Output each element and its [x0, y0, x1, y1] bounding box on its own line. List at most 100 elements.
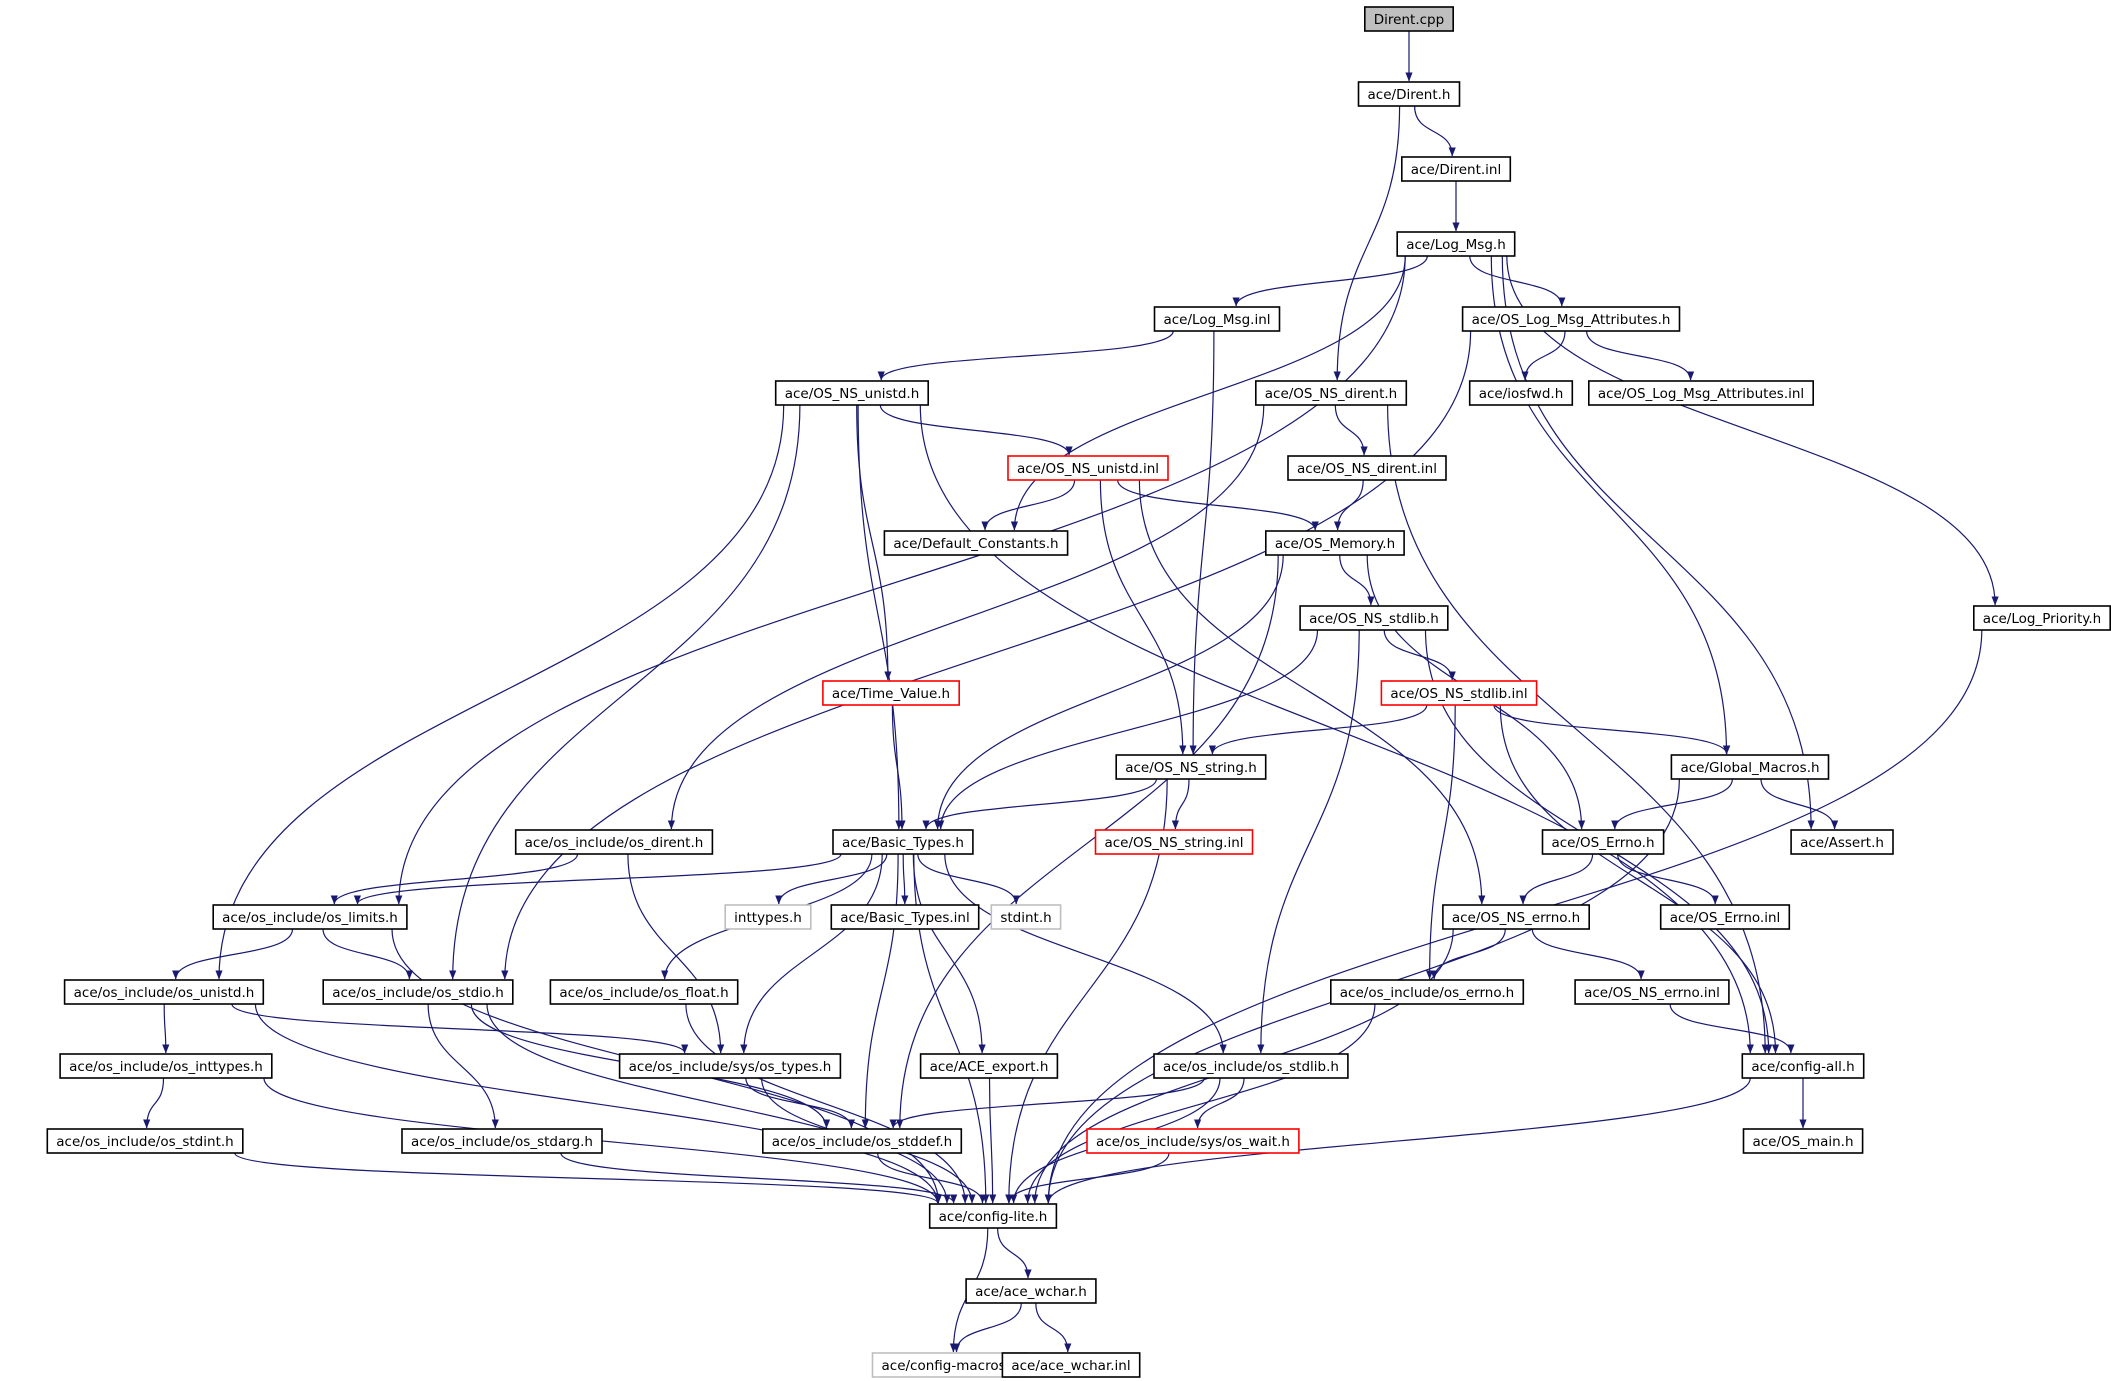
file-node-label: ace/OS_NS_errno.h: [1452, 910, 1580, 926]
file-node-label: ace/ace_wchar.inl: [1011, 1358, 1130, 1374]
file-node-box: [761, 1128, 963, 1154]
file-node-oi-os-unistd-h[interactable]: ace/os_include/os_unistd.h: [63, 979, 265, 1005]
file-node-os-log-msg-attr-h[interactable]: ace/OS_Log_Msg_Attributes.h: [1461, 306, 1681, 332]
file-node-log-priority-h[interactable]: ace/Log_Priority.h: [1973, 605, 2111, 631]
file-node-os-errno-h[interactable]: ace/OS_Errno.h: [1541, 829, 1665, 855]
file-node-label: ace/os_include/os_stdarg.h: [411, 1134, 593, 1150]
file-node-box: [1086, 1128, 1300, 1154]
include-edge-os-memory-h-to-os-ns-stdlib-h: [1339, 554, 1375, 606]
file-node-oi-os-inttypes-h[interactable]: ace/os_include/os_inttypes.h: [59, 1053, 273, 1079]
include-edge-basic-types-h-to-oi-os-limits-h: [353, 853, 842, 905]
file-node-config-all-h[interactable]: ace/config-all.h: [1741, 1053, 1865, 1079]
file-node-os-ns-unistd-inl[interactable]: ace/OS_NS_unistd.inl: [1007, 455, 1169, 481]
include-edge-config-lite-h-to-ace-wchar-h: [997, 1227, 1032, 1279]
file-node-os-ns-dirent-inl[interactable]: ace/OS_NS_dirent.inl: [1287, 455, 1447, 481]
file-node-ace-export-h[interactable]: ace/ACE_export.h: [919, 1053, 1059, 1079]
file-node-iosfwd-h[interactable]: ace/iosfwd.h: [1468, 380, 1574, 406]
file-node-time-value-h[interactable]: ace/Time_Value.h: [822, 680, 961, 706]
include-edge-path: [981, 479, 1076, 531]
file-node-label: ace/Log_Msg.inl: [1163, 312, 1270, 328]
file-node-os-errno-inl[interactable]: ace/OS_Errno.inl: [1659, 904, 1791, 930]
file-node-log-msg-h[interactable]: ace/Log_Msg.h: [1396, 231, 1516, 257]
include-edge-path: [857, 404, 903, 830]
file-node-label: ace/OS_Errno.inl: [1670, 910, 1781, 926]
include-edge-global-macros-h-to-os-errno-h: [1611, 778, 1733, 830]
include-edge-path: [1005, 778, 1168, 1204]
include-edge-path: [856, 404, 892, 681]
include-edge-path: [1383, 629, 1456, 681]
include-edge-os-ns-stdlib-h-to-basic-types-h: [937, 629, 1319, 830]
file-node-oi-os-stdlib-h[interactable]: ace/os_include/os_stdlib.h: [1153, 1053, 1349, 1079]
file-node-stdint-h[interactable]: stdint.h: [990, 904, 1062, 930]
include-edge-os-ns-stdlib-inl-to-global-macros-h: [1493, 704, 1731, 755]
include-edge-basic-types-h-to-basic-types-inl: [901, 853, 909, 905]
include-edge-oi-os-unistd-h-to-oi-os-inttypes-h: [162, 1003, 170, 1054]
file-node-basic-types-h[interactable]: ace/Basic_Types.h: [832, 829, 974, 855]
file-node-os-ns-string-inl[interactable]: ace/OS_NS_string.inl: [1094, 829, 1254, 855]
include-edge-path: [501, 330, 1472, 980]
file-node-label: ace/Default_Constants.h: [893, 536, 1058, 552]
include-edge-basic-types-h-to-inttypes-h: [775, 853, 888, 905]
file-node-box: [830, 904, 980, 930]
include-edge-path: [944, 853, 1227, 1054]
include-edge-path: [1531, 928, 1645, 980]
file-node-os-ns-errno-h[interactable]: ace/OS_NS_errno.h: [1442, 904, 1591, 930]
file-node-box: [1094, 829, 1254, 855]
file-node-ace-wchar-inl[interactable]: ace/ace_wchar.inl: [1001, 1352, 1141, 1378]
file-node-oi-os-errno-h[interactable]: ace/os_include/os_errno.h: [1330, 979, 1525, 1005]
file-node-label: ace/os_include/os_inttypes.h: [69, 1059, 263, 1075]
file-node-global-macros-h[interactable]: ace/Global_Macros.h: [1670, 754, 1830, 780]
file-node-os-log-msg-attr-inl[interactable]: ace/OS_Log_Msg_Attributes.inl: [1588, 380, 1815, 406]
include-edge-os-errno-h-to-os-errno-inl: [1617, 853, 1719, 905]
file-node-label: ace/OS_Memory.h: [1275, 536, 1395, 552]
file-node-box: [1401, 156, 1512, 182]
file-node-basic-types-inl[interactable]: ace/Basic_Types.inl: [830, 904, 980, 930]
include-edge-log-msg-inl-to-os-ns-unistd-h: [877, 330, 1174, 381]
file-node-os-ns-dirent-h[interactable]: ace/OS_NS_dirent.h: [1255, 380, 1408, 406]
file-node-os-main-h[interactable]: ace/OS_main.h: [1742, 1128, 1864, 1154]
file-node-default-constants-h[interactable]: ace/Default_Constants.h: [883, 530, 1069, 556]
file-node-oi-sys-os-types-h[interactable]: ace/os_include/sys/os_types.h: [618, 1053, 842, 1079]
include-edge-path: [988, 1077, 997, 1204]
file-node-os-ns-stdlib-inl[interactable]: ace/OS_NS_stdlib.inl: [1380, 680, 1538, 706]
include-edge-path: [877, 330, 1174, 381]
include-edge-os-ns-string-h-to-config-lite-h: [1005, 778, 1168, 1204]
include-edge-path: [322, 928, 413, 980]
include-edge-path: [449, 404, 801, 980]
file-node-log-msg-inl[interactable]: ace/Log_Msg.inl: [1153, 306, 1281, 332]
file-node-oi-os-stddef-h[interactable]: ace/os_include/os_stddef.h: [761, 1128, 963, 1154]
file-node-oi-sys-os-wait-h[interactable]: ace/os_include/sys/os_wait.h: [1086, 1128, 1300, 1154]
file-node-oi-os-stdarg-h[interactable]: ace/os_include/os_stdarg.h: [401, 1128, 603, 1154]
include-edge-path: [231, 1003, 689, 1054]
file-node-dirent-inl[interactable]: ace/Dirent.inl: [1401, 156, 1512, 182]
file-node-box: [919, 1053, 1059, 1079]
file-node-os-ns-string-h[interactable]: ace/OS_NS_string.h: [1115, 754, 1267, 780]
file-node-box: [59, 1053, 273, 1079]
include-edge-path: [901, 853, 909, 905]
file-node-oi-os-stdio-h[interactable]: ace/os_include/os_stdio.h: [322, 979, 514, 1005]
include-edge-path: [937, 629, 1319, 830]
file-node-ace-wchar-h[interactable]: ace/ace_wchar.h: [965, 1278, 1097, 1304]
file-node-dirent-h[interactable]: ace/Dirent.h: [1357, 81, 1461, 107]
file-node-assert-h[interactable]: ace/Assert.h: [1790, 829, 1894, 855]
file-node-os-ns-stdlib-h[interactable]: ace/OS_NS_stdlib.h: [1299, 605, 1449, 631]
include-edge-os-ns-stdlib-h-to-os-ns-stdlib-inl: [1383, 629, 1456, 681]
file-node-oi-os-float-h[interactable]: ace/os_include/os_float.h: [549, 979, 739, 1005]
file-node-box: [1330, 979, 1525, 1005]
file-node-os-ns-unistd-h[interactable]: ace/OS_NS_unistd.h: [774, 380, 930, 406]
file-node-config-lite-h[interactable]: ace/config-lite.h: [928, 1203, 1058, 1229]
file-node-oi-os-dirent-h[interactable]: ace/os_include/os_dirent.h: [514, 829, 714, 855]
include-edge-ace-wchar-h-to-ace-wchar-inl: [1035, 1302, 1072, 1353]
file-node-os-memory-h[interactable]: ace/OS_Memory.h: [1265, 530, 1405, 556]
file-node-oi-os-limits-h[interactable]: ace/os_include/os_limits.h: [212, 904, 408, 930]
file-node-box: [1001, 1352, 1141, 1378]
file-node-box: [928, 1203, 1058, 1229]
file-node-inttypes-h[interactable]: inttypes.h: [724, 904, 812, 930]
file-node-box: [1380, 680, 1538, 706]
file-node-os-ns-errno-inl[interactable]: ace/OS_NS_errno.inl: [1574, 979, 1730, 1005]
include-edge-basic-types-h-to-oi-os-stddef-h: [861, 853, 899, 1129]
file-node-dirent-cpp[interactable]: Dirent.cpp: [1364, 6, 1455, 32]
file-node-oi-os-stdint-h[interactable]: ace/os_include/os_stdint.h: [46, 1128, 244, 1154]
file-node-label: ace/OS_NS_errno.inl: [1584, 985, 1720, 1001]
